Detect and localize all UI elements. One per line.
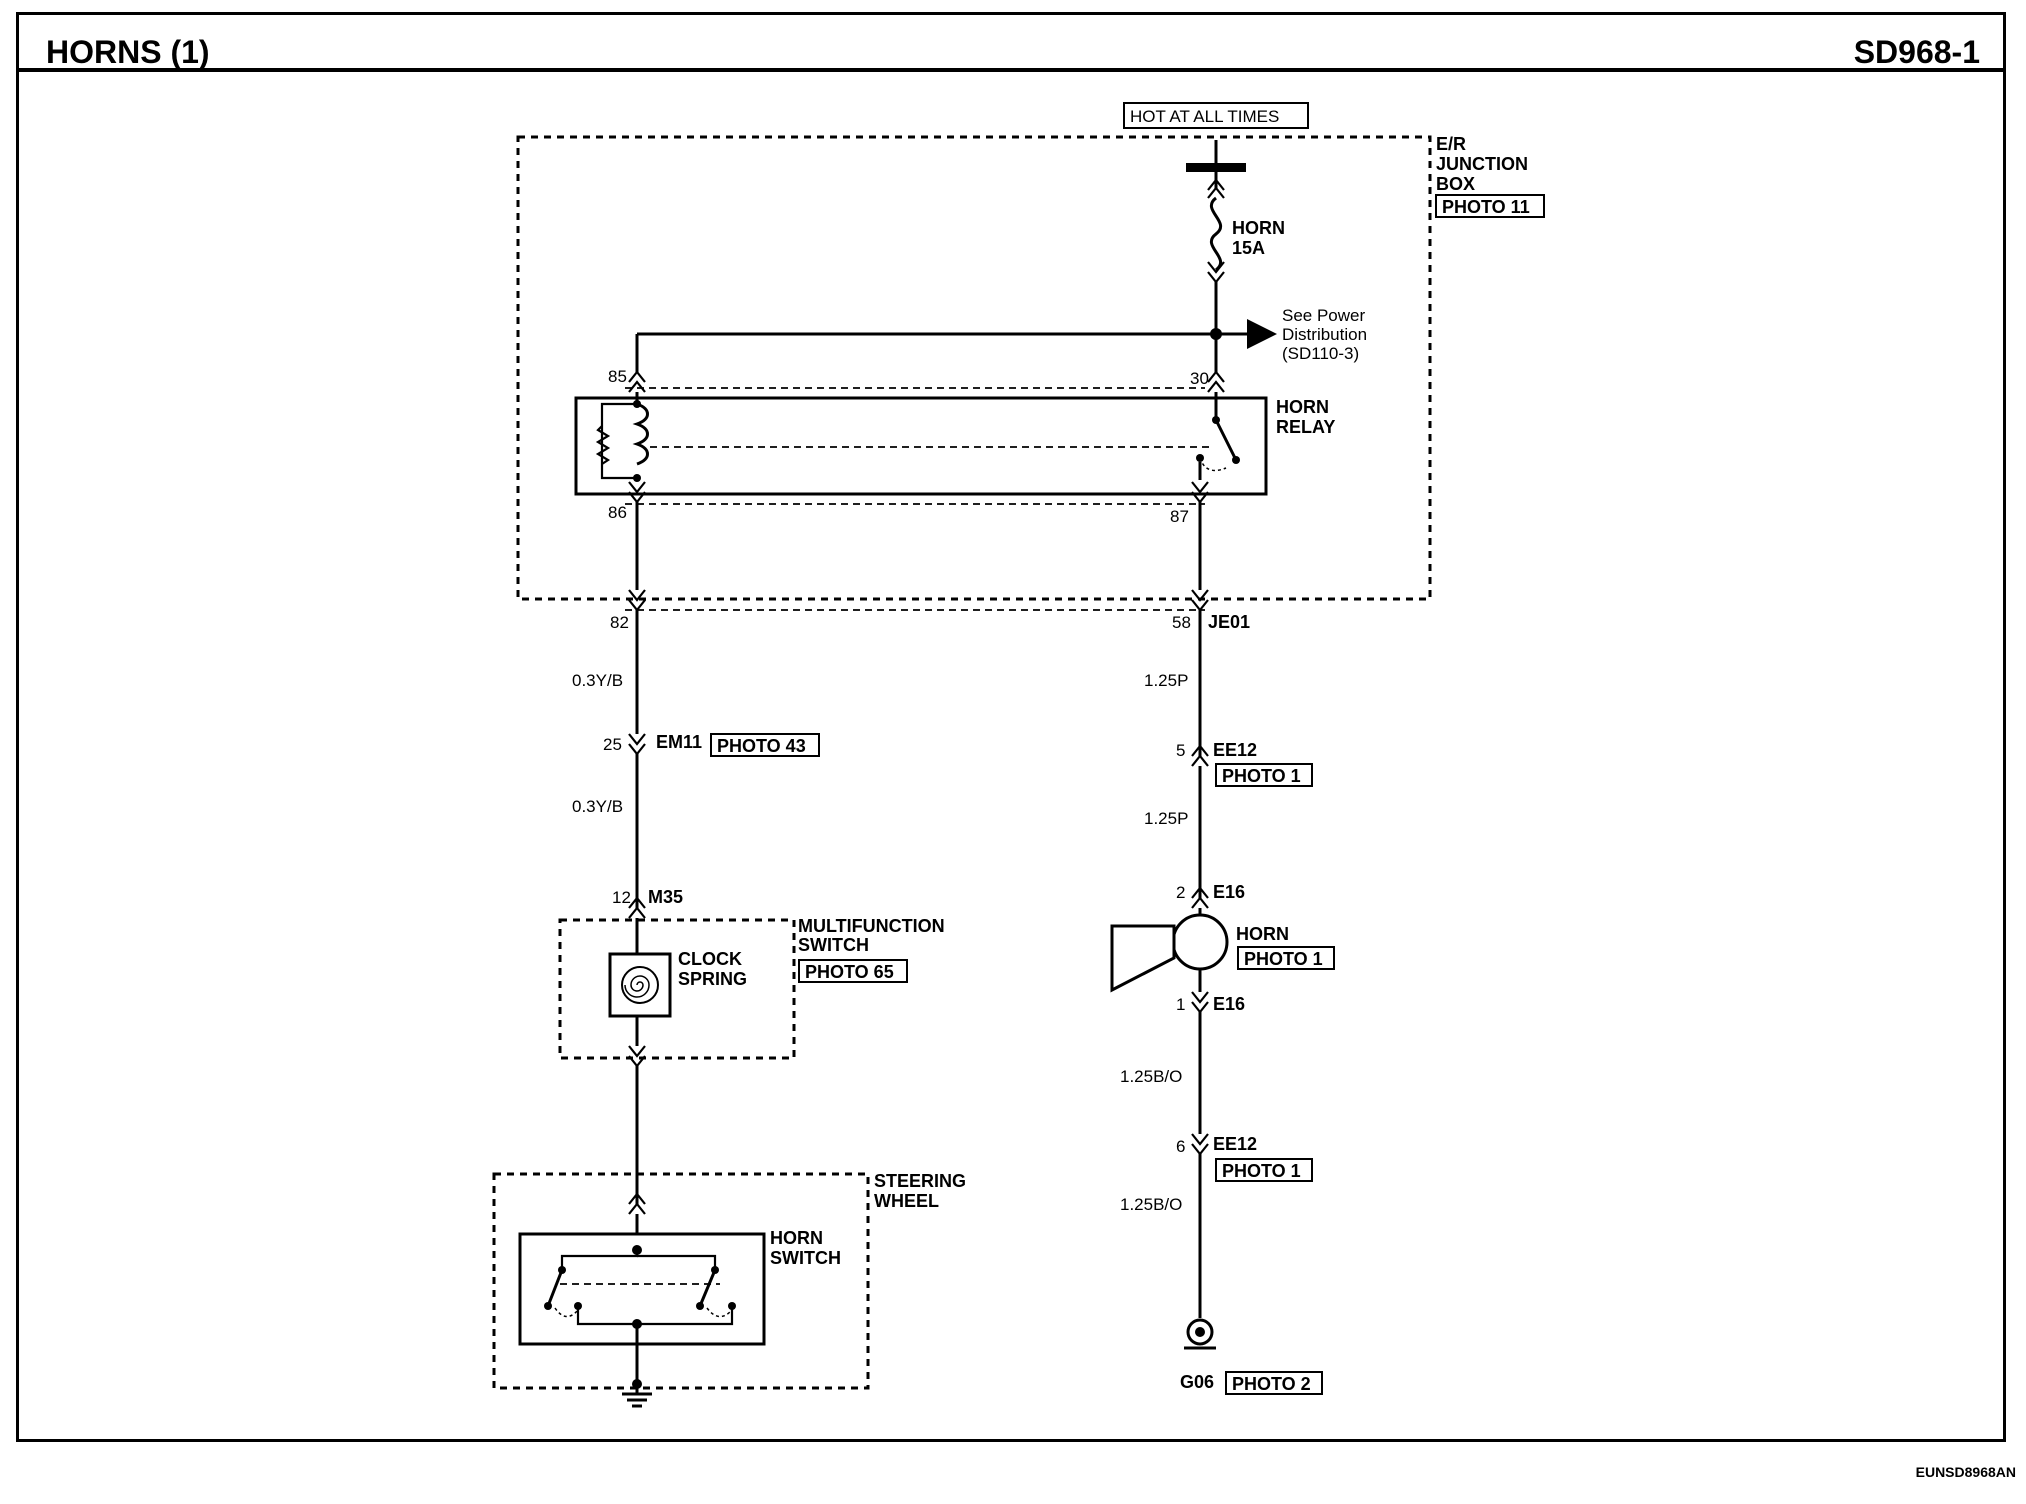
hs-label-2: SWITCH [770,1248,841,1268]
multifunction-switch-box [558,918,796,1060]
see-power-2: Distribution [1282,325,1367,344]
hs-label-1: HORN [770,1228,823,1248]
horn-label: HORN [1236,924,1289,944]
wire-125p-1: 1.25P [1144,671,1188,690]
clock-label-1: CLOCK [678,949,742,969]
fuse-name: HORN [1232,218,1285,238]
photo-65-box [798,959,908,983]
relay-label-2: RELAY [1276,417,1335,437]
photo-65: PHOTO 65 [805,962,894,982]
conn-ee12-b: EE12 [1213,1134,1257,1154]
conn-je01: JE01 [1208,612,1250,632]
see-power-3: (SD110-3) [1282,344,1359,363]
footer-ref: EUNSD8968AN [1915,1464,2016,1480]
photo-43-box [710,733,820,757]
horn-fuse [1209,196,1223,272]
pin-30: 30 [1190,369,1209,388]
photo-2-box [1225,1371,1323,1395]
photo-1-b-box [1237,946,1335,970]
pin-82: 82 [610,613,629,632]
mfs-label-2: SWITCH [798,935,869,955]
relay-resistor [595,425,611,465]
er-box-label-1: E/R [1436,134,1466,154]
relay-coil [632,402,649,466]
photo-1-c: PHOTO 1 [1222,1161,1301,1181]
wire-125bo-2: 1.25B/O [1120,1195,1182,1214]
ground-label: G06 [1180,1372,1214,1392]
horn-switch-contact-left [546,1269,564,1307]
pin-86: 86 [608,503,627,522]
wire-03yb-2: 0.3Y/B [572,797,623,816]
power-bus-bar [1186,163,1246,172]
conn-e16-a: E16 [1213,882,1245,902]
fuse-rating: 15A [1232,238,1265,258]
pin-25: 25 [603,735,622,754]
conn-e16-b: E16 [1213,994,1245,1014]
wire-125bo-1: 1.25B/O [1120,1067,1182,1086]
relay-label-1: HORN [1276,397,1329,417]
see-power-1: See Power [1282,306,1365,325]
er-box-label-2: JUNCTION [1436,154,1528,174]
page-code: SD968-1 [1853,34,1980,70]
hot-at-all-times-box [1123,102,1309,129]
relay-contact [1214,419,1238,461]
page-title: HORNS (1) [46,34,210,70]
photo-1-a: PHOTO 1 [1222,766,1301,786]
diagram-frame [16,12,2006,1442]
horn [1171,913,1229,971]
clock-spring-icon [621,966,659,1004]
pin-1: 1 [1176,995,1185,1014]
er-box-photo: PHOTO 11 [1442,197,1530,217]
conn-ee12-a: EE12 [1213,740,1257,760]
horn-icon [1110,924,1176,993]
photo-1-a-box [1215,763,1313,787]
clock-label-2: SPRING [678,969,747,989]
er-junction-box [516,135,1432,601]
pin-87: 87 [1170,507,1189,526]
er-box-photo-box [1435,194,1545,218]
pin-2: 2 [1176,883,1185,902]
er-box-label-3: BOX [1436,174,1475,194]
pin-5: 5 [1176,741,1185,760]
wire-125p-2: 1.25P [1144,809,1188,828]
photo-1-c-box [1215,1158,1313,1182]
sw-label-1: STEERING [874,1171,966,1191]
steering-wheel-box [492,1172,870,1390]
sw-label-2: WHEEL [874,1191,939,1211]
mfs-label-1: MULTIFUNCTION [798,916,945,936]
photo-1-b: PHOTO 1 [1244,949,1323,969]
pin-58: 58 [1172,613,1191,632]
photo-43: PHOTO 43 [717,736,806,756]
conn-em11: EM11 [656,732,702,752]
wire-03yb-1: 0.3Y/B [572,671,623,690]
hot-at-all-times-label: HOT AT ALL TIMES [1130,107,1279,126]
ground-icon-right [1186,1318,1214,1346]
pin-85: 85 [608,367,627,386]
conn-m35: M35 [648,887,683,907]
horn-relay [574,396,1268,496]
title-bar: HORNS (1) SD968-1 [16,12,2006,72]
pin-12: 12 [612,888,631,907]
pin-6: 6 [1176,1137,1185,1156]
photo-2: PHOTO 2 [1232,1374,1311,1394]
clock-spring [608,952,672,1018]
horn-switch [518,1232,766,1346]
horn-switch-contact-right [698,1269,717,1307]
